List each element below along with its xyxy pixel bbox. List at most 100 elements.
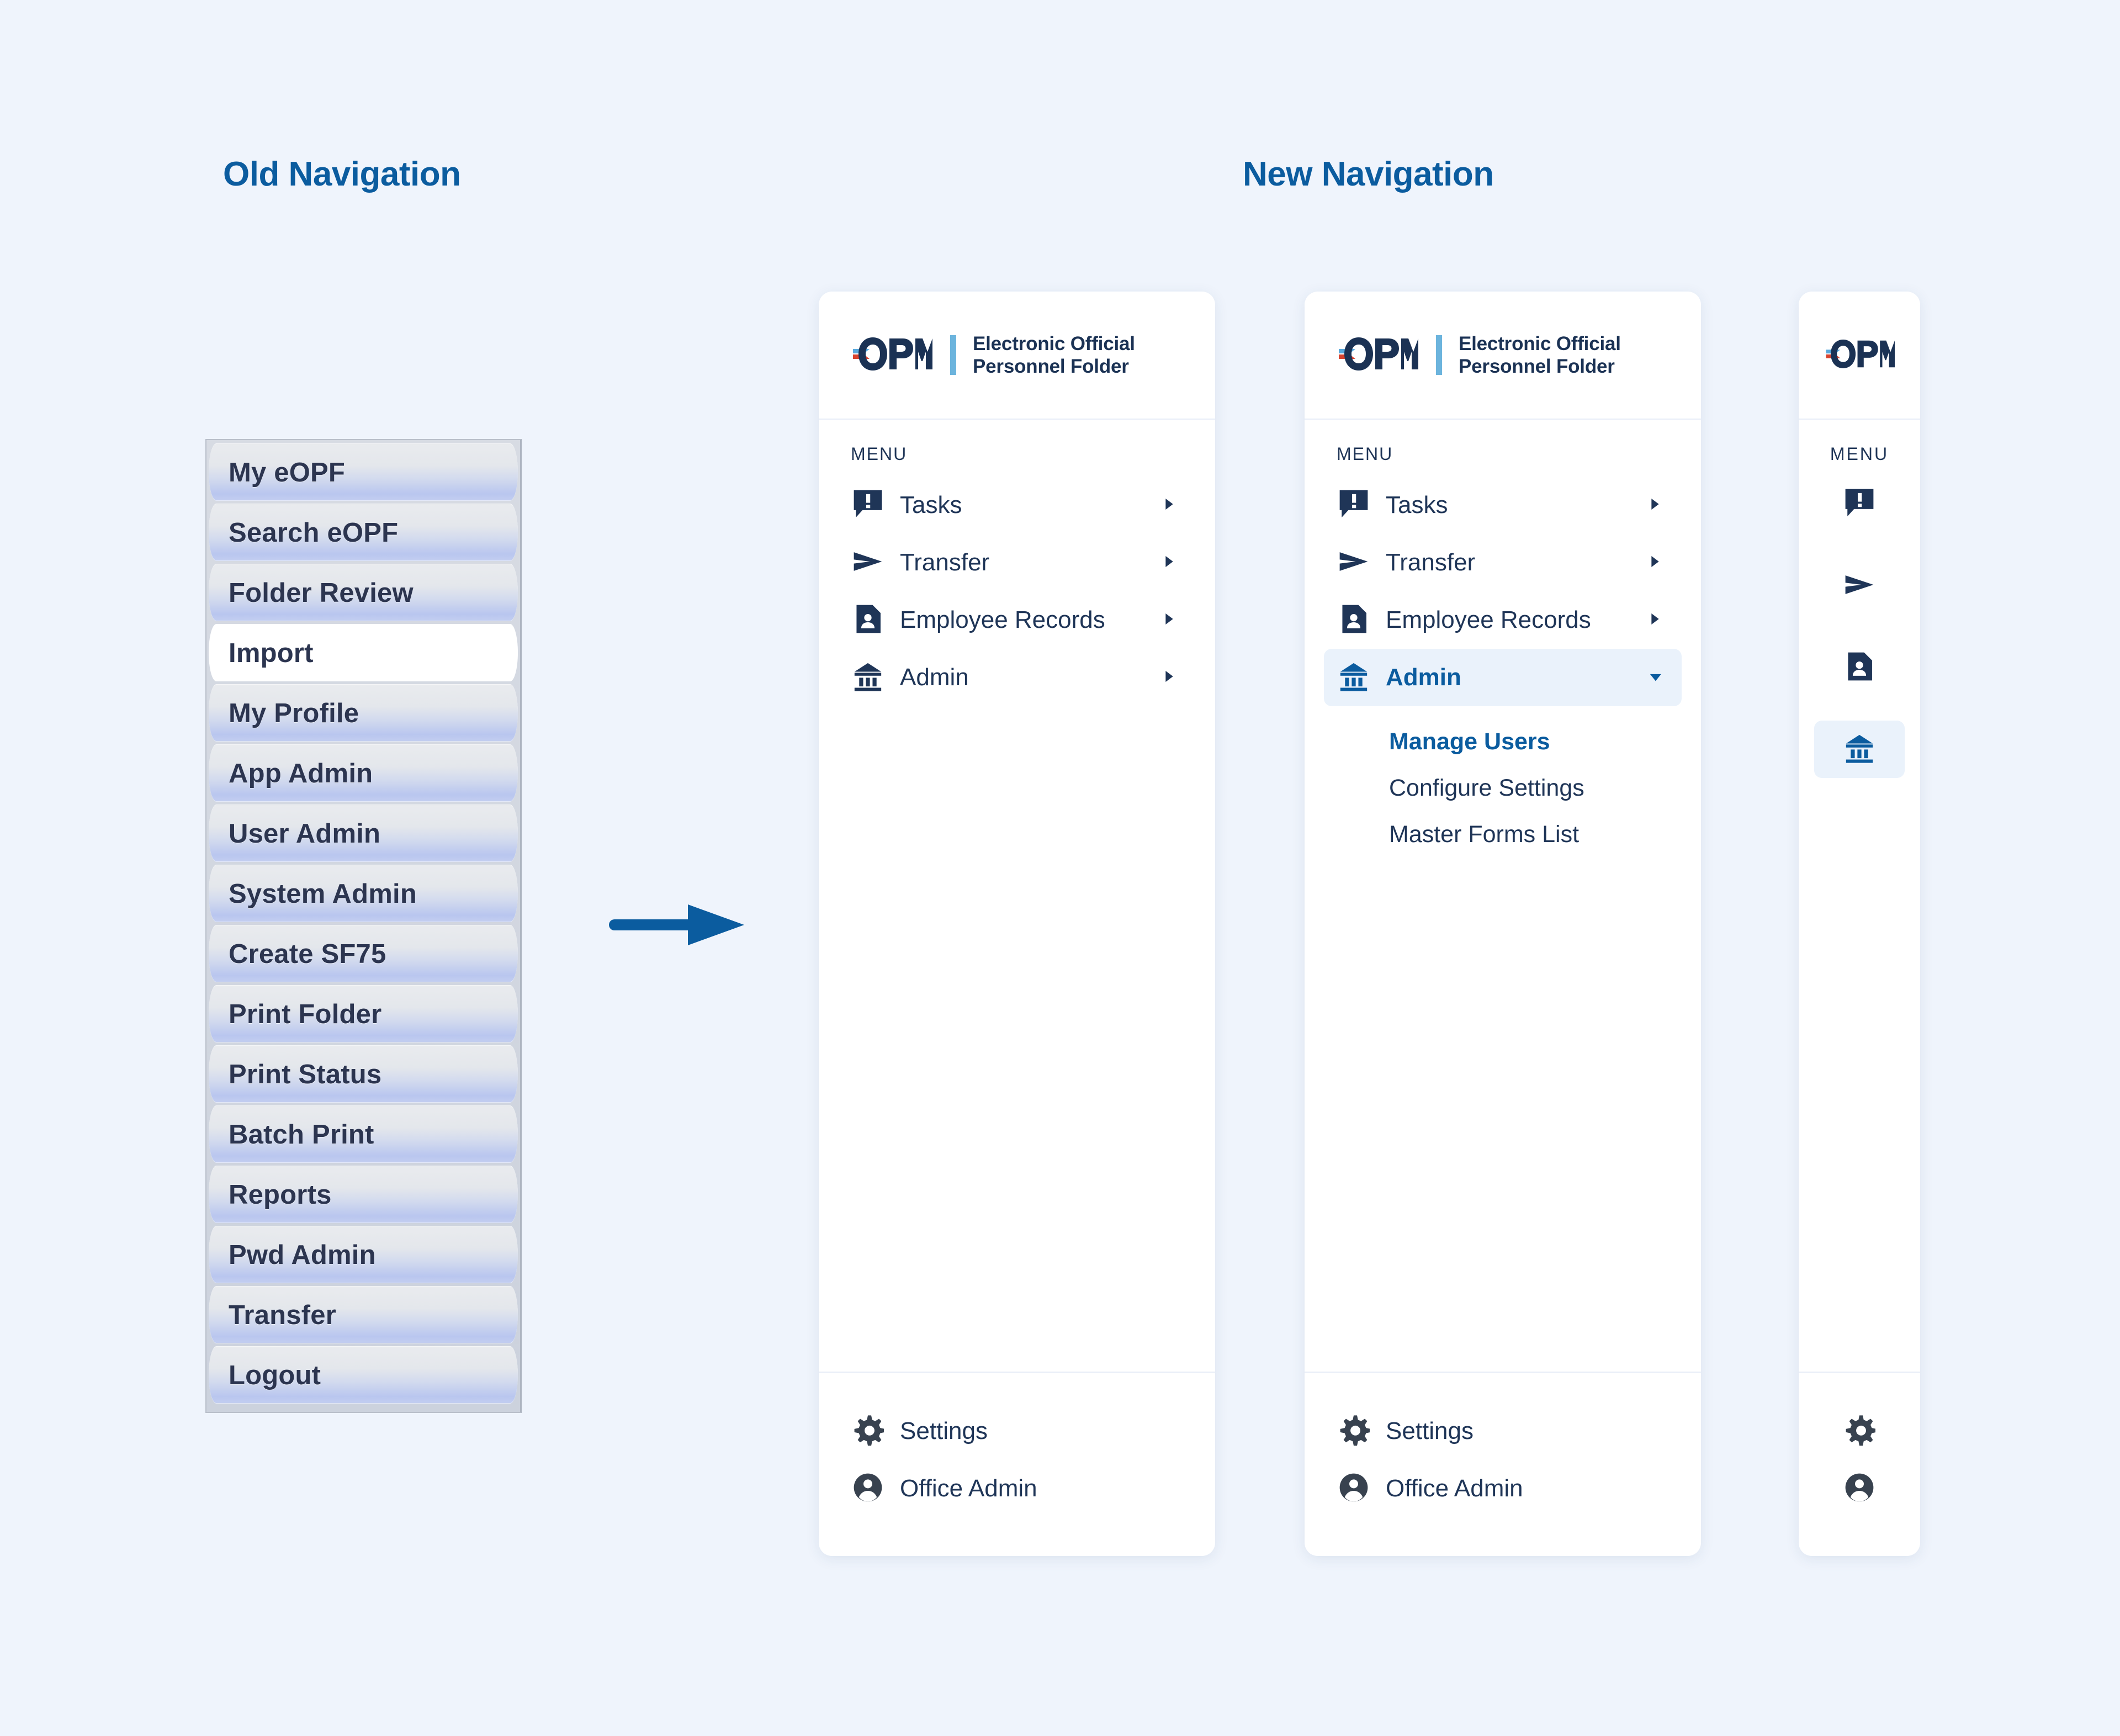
nav-item-label: Tasks — [900, 491, 962, 518]
old-nav-item-my-eopf[interactable]: My eOPF — [209, 443, 518, 501]
old-navigation-heading: Old Navigation — [223, 155, 461, 193]
old-nav-item-folder-review[interactable]: Folder Review — [209, 564, 518, 621]
document-person-icon — [1843, 650, 1875, 685]
nav-item-label: Employee Records — [1386, 606, 1591, 633]
flow-arrow — [609, 900, 747, 950]
footer-item-office-admin[interactable]: Office Admin — [819, 1460, 1215, 1517]
rail-item-tasks-alert[interactable] — [1814, 475, 1905, 533]
nav-item-caret[interactable] — [1644, 493, 1666, 518]
account-circle-icon — [1338, 1472, 1370, 1506]
gear-icon — [1338, 1414, 1371, 1449]
footer-item-label: Settings — [1386, 1417, 1474, 1444]
old-nav-item-batch-print[interactable]: Batch Print — [209, 1105, 518, 1163]
old-nav-item-import[interactable]: Import — [209, 624, 518, 681]
panel-footer — [1799, 1372, 1920, 1556]
nav-panel-default: Electronic Official Personnel Folder MEN… — [819, 292, 1215, 1556]
nav-item-admin[interactable]: Admin — [838, 649, 1196, 706]
rail-item-document-person[interactable] — [1814, 639, 1905, 696]
rail-item-paper-plane[interactable] — [1814, 557, 1905, 615]
brand-title-line2: Personnel Folder — [973, 356, 1129, 377]
chevron-right-icon — [1158, 608, 1180, 633]
footer-item-label: Office Admin — [1386, 1475, 1523, 1502]
nav-item-caret[interactable] — [1644, 551, 1666, 575]
nav-item-caret[interactable] — [1158, 551, 1180, 575]
brand-title: Electronic Official Personnel Folder — [973, 332, 1135, 378]
bank-building-icon — [852, 660, 884, 695]
nav-item-icon — [1337, 660, 1371, 695]
nav-item-label: Admin — [1386, 664, 1461, 691]
right-arrow-icon — [609, 904, 744, 945]
submenu-item-manage-users[interactable]: Manage Users — [1389, 728, 1550, 755]
new-navigation-heading: New Navigation — [1243, 155, 1494, 193]
submenu-item-configure-settings[interactable]: Configure Settings — [1389, 774, 1584, 801]
document-person-icon — [1338, 603, 1370, 638]
old-nav-item-my-profile[interactable]: My Profile — [209, 684, 518, 742]
nav-item-icon — [851, 660, 885, 695]
nav-item-tasks[interactable]: Tasks — [838, 477, 1196, 534]
footer-item-settings[interactable]: Settings — [1305, 1402, 1701, 1460]
old-nav-item-label: My Profile — [229, 698, 359, 728]
opm-logo-icon — [851, 337, 932, 373]
nav-item-tasks[interactable]: Tasks — [1324, 477, 1682, 534]
nav-item-caret[interactable] — [1644, 608, 1666, 633]
opm-logo-icon — [1337, 337, 1418, 373]
nav-item-icon — [851, 488, 885, 523]
gear-icon — [852, 1414, 885, 1449]
nav-item-employee-records[interactable]: Employee Records — [1324, 591, 1682, 649]
old-nav-item-label: Transfer — [229, 1300, 336, 1330]
nav-item-icon — [851, 546, 885, 580]
chevron-right-icon — [1158, 551, 1180, 575]
old-nav-item-print-status[interactable]: Print Status — [209, 1045, 518, 1103]
chevron-right-icon — [1644, 493, 1666, 518]
account-circle-icon — [852, 1472, 884, 1506]
old-nav-item-system-admin[interactable]: System Admin — [209, 865, 518, 922]
footer-item-settings[interactable]: Settings — [819, 1402, 1215, 1460]
old-nav-item-user-admin[interactable]: User Admin — [209, 805, 518, 862]
old-nav-item-reports[interactable]: Reports — [209, 1166, 518, 1223]
nav-item-transfer[interactable]: Transfer — [1324, 534, 1682, 591]
account-circle-icon — [1843, 1472, 1875, 1506]
old-nav-item-label: App Admin — [229, 758, 373, 788]
bank-building-icon — [1338, 660, 1370, 695]
old-nav-item-label: User Admin — [229, 818, 381, 849]
nav-item-caret[interactable] — [1158, 608, 1180, 633]
menu-section-label: MENU — [851, 444, 908, 464]
brand-title-line2: Personnel Folder — [1459, 356, 1615, 377]
nav-item-admin[interactable]: Admin — [1324, 649, 1682, 706]
rail-item-bank-building[interactable] — [1814, 721, 1905, 778]
chevron-right-icon — [1158, 493, 1180, 518]
chevron-right-icon — [1158, 665, 1180, 690]
footer-item-icon — [1337, 1414, 1371, 1449]
nav-item-employee-records[interactable]: Employee Records — [838, 591, 1196, 649]
nav-item-icon — [851, 603, 885, 638]
nav-item-label: Transfer — [900, 549, 990, 576]
old-nav-item-label: Pwd Admin — [229, 1240, 376, 1270]
old-nav-item-label: Create SF75 — [229, 939, 386, 969]
old-nav-item-search-eopf[interactable]: Search eOPF — [209, 504, 518, 561]
old-nav-item-app-admin[interactable]: App Admin — [209, 744, 518, 802]
old-nav-item-label: System Admin — [229, 878, 417, 909]
submenu-item-master-forms-list[interactable]: Master Forms List — [1389, 821, 1580, 848]
nav-item-transfer[interactable]: Transfer — [838, 534, 1196, 591]
footer-item-office-admin[interactable] — [1799, 1460, 1920, 1517]
old-nav-item-print-folder[interactable]: Print Folder — [209, 985, 518, 1042]
old-nav-item-logout[interactable]: Logout — [209, 1346, 518, 1404]
nav-item-caret[interactable] — [1644, 665, 1666, 690]
nav-item-icon — [1337, 546, 1371, 580]
old-nav-item-transfer[interactable]: Transfer — [209, 1286, 518, 1343]
old-nav-item-pwd-admin[interactable]: Pwd Admin — [209, 1226, 518, 1283]
footer-item-icon — [851, 1414, 885, 1449]
old-nav-item-create-sf75[interactable]: Create SF75 — [209, 925, 518, 982]
tasks-alert-icon — [1843, 487, 1875, 522]
footer-item-office-admin[interactable]: Office Admin — [1305, 1460, 1701, 1517]
nav-item-caret[interactable] — [1158, 493, 1180, 518]
nav-item-label: Transfer — [1386, 549, 1476, 576]
nav-item-caret[interactable] — [1158, 665, 1180, 690]
nav-panel-expanded: Electronic Official Personnel Folder MEN… — [1305, 292, 1701, 1556]
panel-header: Electronic Official Personnel Folder — [819, 292, 1215, 420]
footer-item-settings[interactable] — [1799, 1402, 1920, 1460]
old-nav-item-label: Import — [229, 638, 314, 668]
